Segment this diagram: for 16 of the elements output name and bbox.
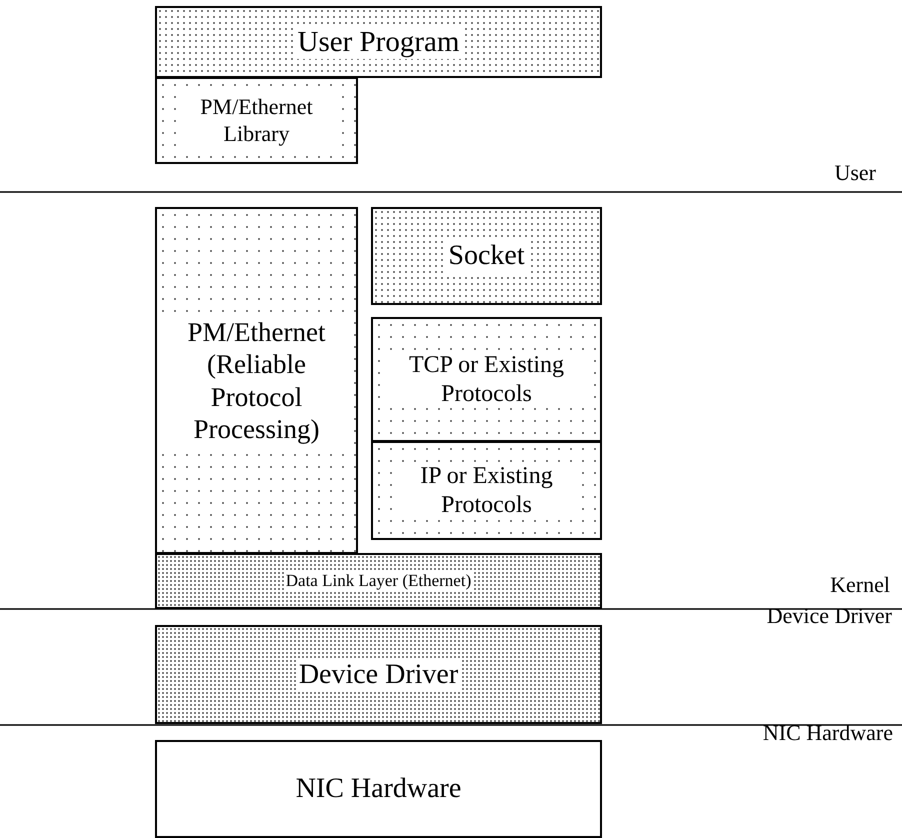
library-box [155, 77, 358, 164]
layer-label: Device Driver [296, 658, 460, 692]
hardware-layer-box [155, 740, 602, 838]
transport-layer-box [371, 317, 602, 442]
network-layer-box [371, 441, 602, 540]
layer-label: Data Link Layer (Ethernet) [284, 570, 474, 592]
protocol-layer-box [155, 207, 358, 554]
data-link-layer-box [155, 553, 602, 609]
region-label: Device Driver [766, 603, 892, 629]
driver-layer-box [155, 625, 602, 724]
socket-layer-box [371, 207, 602, 305]
region-label: NIC Hardware [762, 720, 893, 746]
region-label: Kernel [830, 572, 890, 598]
layer-label: Socket [446, 239, 527, 273]
program-layer-box [155, 6, 602, 78]
region-label: User [834, 160, 876, 186]
